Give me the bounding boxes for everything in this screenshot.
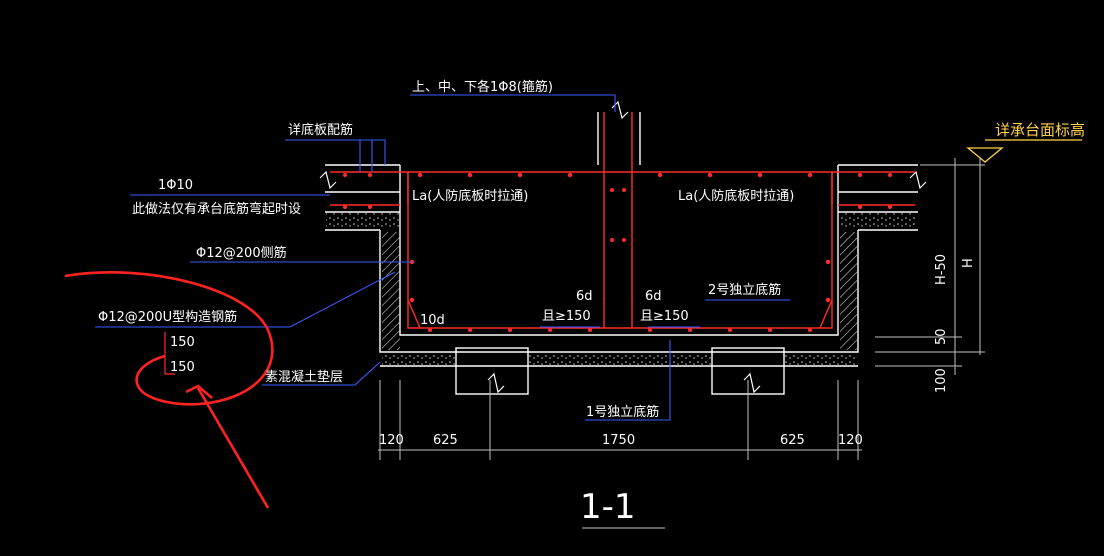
dim-right-625: 625 — [780, 433, 805, 448]
concrete-outline — [325, 112, 918, 395]
dim-50: 50 — [934, 328, 949, 345]
leader-lines — [95, 94, 790, 421]
right-wall-hatch — [840, 232, 857, 350]
left-slab-fill — [326, 212, 400, 229]
base-slab-rebar-label: 详底板配筋 — [288, 122, 353, 138]
section-title: 1-1 — [580, 487, 636, 527]
cushion-fill-right — [784, 353, 857, 365]
u-dim-2: 150 — [170, 360, 195, 375]
la-left-label: La(人防底板时拉通) — [412, 188, 528, 204]
dim-right-120: 120 — [838, 433, 863, 448]
left-wall-hatch — [382, 232, 400, 350]
bar-6d-left-label: 6d — [576, 289, 593, 304]
dim-100: 100 — [934, 368, 949, 393]
bar-1phi10-note: 此做法仅有承台底筋弯起时设 — [132, 201, 301, 217]
dim-mid-1750: 1750 — [602, 433, 635, 448]
dim-h: H — [961, 258, 976, 268]
cap-elevation-label: 详承台面标高 — [995, 121, 1085, 139]
u-bar-label: Φ12@200U型构造钢筋 — [98, 309, 237, 325]
break-marks — [319, 100, 927, 394]
u-bar-bracket — [164, 332, 175, 375]
rebar-dots — [343, 172, 892, 332]
ge150-right-label: 且≥150 — [640, 309, 689, 324]
cushion-fill-mid — [528, 353, 712, 365]
dimension-lines — [378, 158, 985, 529]
cushion-label: 素混凝土垫层 — [265, 369, 343, 385]
la-right-label: La(人防底板时拉通) — [678, 188, 794, 204]
ge150-left-label: 且≥150 — [542, 309, 591, 324]
dimension-labels: 120 625 1750 625 120 — [379, 433, 863, 448]
rebar-lines — [330, 112, 915, 329]
bar-1phi10-label: 1Φ10 — [158, 178, 193, 193]
right-slab-fill — [838, 212, 917, 229]
bar-6d-right-label: 6d — [645, 289, 662, 304]
dim-h50: H-50 — [934, 254, 949, 285]
bottom-bar-2-label: 2号独立底筋 — [708, 282, 781, 298]
dim-left-120: 120 — [379, 433, 404, 448]
u-dim-1: 150 — [170, 335, 195, 350]
highlight-annotation — [64, 271, 274, 509]
dim-left-625: 625 — [433, 433, 458, 448]
bottom-bar-1-label: 1号独立底筋 — [586, 404, 659, 420]
cushion-fill-left — [382, 353, 456, 365]
elevation-marker-icon — [966, 147, 1004, 163]
side-bar-label: Φ12@200侧筋 — [196, 245, 287, 261]
bar-10d-label: 10d — [420, 313, 445, 328]
stirrup-label: 上、中、下各1Φ8(箍筋) — [412, 79, 553, 95]
